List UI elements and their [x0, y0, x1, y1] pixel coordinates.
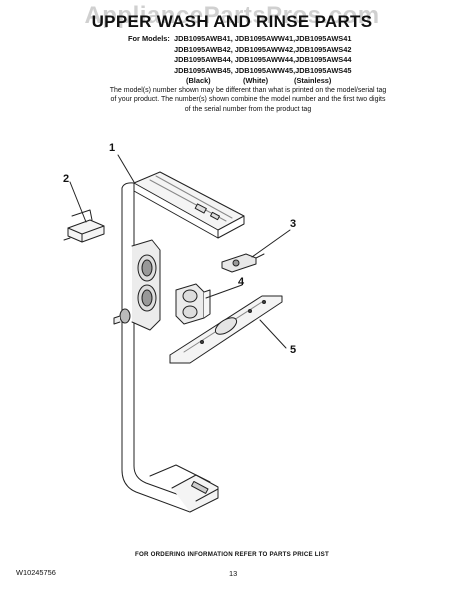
model-numbers: JDB1095AWB42, JDB1095AWW42,JDB1095AWS42 — [174, 44, 352, 54]
model-row: For Models: JDB1095AWB41, JDB1095AWW41,JD… — [128, 34, 368, 45]
model-numbers: JDB1095AWB44, JDB1095AWW44,JDB1095AWS44 — [174, 55, 352, 65]
model-numbers: JDB1095AWB41, JDB1095AWW41,JDB1095AWS41 — [174, 34, 352, 43]
ordering-info: FOR ORDERING INFORMATION REFER TO PARTS … — [135, 551, 329, 558]
model-note: The model(s) number shown may be differe… — [109, 87, 387, 113]
callout-3: 3 — [290, 218, 297, 230]
callout-5: 5 — [290, 344, 297, 356]
part-1-manifold — [113, 171, 245, 513]
watermark: AppliancePartsPros.com — [84, 2, 380, 29]
callout-1: 1 — [109, 142, 116, 154]
model-row: JDB1095AWB44, JDB1095AWW44,JDB1095AWS44 — [128, 55, 368, 66]
part-2-clip — [63, 209, 105, 243]
model-row: JDB1095AWB45, JDB1095AWW45,JDB1095AWS45 — [128, 66, 368, 77]
part-4-coupling — [175, 283, 211, 325]
part-3-connector — [221, 253, 265, 273]
model-row: JDB1095AWB42, JDB1095AWW42,JDB1095AWS42 — [128, 45, 368, 56]
color-white: (White) — [243, 76, 269, 85]
models-lead: For Models: — [128, 34, 170, 43]
model-list: For Models: JDB1095AWB41, JDB1095AWW41,JD… — [128, 34, 368, 76]
color-black: (Black) — [186, 76, 211, 85]
callout-2: 2 — [63, 173, 70, 185]
page-number: 13 — [229, 569, 238, 578]
model-numbers: JDB1095AWB45, JDB1095AWW45,JDB1095AWS45 — [174, 65, 352, 75]
part-5-spray-arm — [169, 295, 283, 364]
color-stainless: (Stainless) — [294, 76, 332, 85]
document-code: W10245756 — [16, 568, 56, 577]
page-title: UPPER WASH AND RINSE PARTS — [91, 12, 373, 31]
callout-4: 4 — [238, 276, 245, 288]
